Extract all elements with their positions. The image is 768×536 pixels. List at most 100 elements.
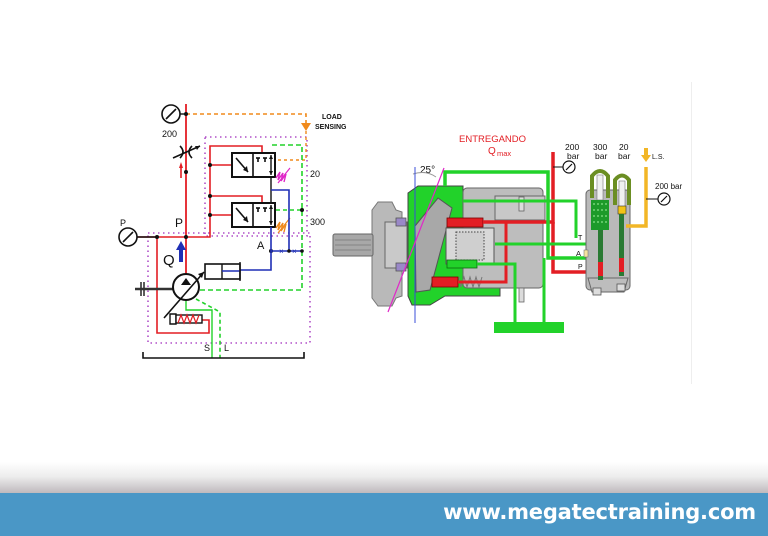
spool-300	[598, 230, 603, 280]
port-l-label: L	[224, 343, 229, 353]
variable-pump-icon	[163, 271, 205, 319]
control-piston-red	[446, 217, 484, 228]
footer-bar	[0, 493, 768, 536]
spring-cap-20	[613, 173, 631, 205]
spring-rod-300	[596, 174, 604, 201]
spring-20-unit: bar	[618, 151, 630, 161]
status-q-sub: max	[497, 149, 511, 158]
drain-line-tank	[477, 262, 517, 323]
spool-20-red	[619, 258, 624, 272]
ls-gauge-label: 200 bar	[655, 182, 682, 191]
junction-dot	[208, 213, 212, 217]
junction-dot	[287, 249, 291, 253]
port-t-label: T	[578, 235, 583, 242]
spring-icon	[275, 217, 291, 234]
load-sensing-line	[186, 113, 307, 124]
gauge-ls	[646, 192, 671, 206]
valve-upper-setting: 20	[310, 169, 320, 179]
ls-arrow-stem	[644, 148, 648, 156]
pressure-gauge-top	[161, 104, 186, 124]
compensator-pressure-line	[156, 237, 210, 334]
gauge-p-label: P	[120, 218, 126, 228]
pressure-line-valve2-top	[210, 195, 263, 203]
junction-dot	[300, 208, 304, 212]
spring-20-value: 20	[619, 142, 629, 152]
orifice-icon: ×	[292, 247, 297, 256]
differential-pressure-valve	[231, 152, 276, 178]
port-a-label: A	[257, 240, 265, 252]
spool-300-red	[598, 262, 603, 276]
load-sensing-label: LOAD	[322, 114, 342, 121]
ls-arrow-icon	[641, 155, 651, 162]
swash-plate	[414, 197, 453, 293]
ls-line	[626, 167, 648, 228]
pressure-gauge-p	[118, 227, 157, 247]
bearing	[384, 221, 408, 269]
suction-line-mid	[463, 199, 578, 238]
spring-cap-300	[590, 169, 610, 198]
control-line	[240, 227, 272, 271]
flow-arrow-icon	[176, 241, 186, 250]
pump-cutaway: ENTREGANDO Q max 25°	[332, 134, 682, 333]
spring-300-icon	[591, 200, 609, 230]
flow-direction-arrow-icon	[179, 162, 183, 168]
counter-spring-icon	[458, 275, 483, 289]
footer-shadow	[0, 462, 768, 494]
control-cylinder-icon	[204, 262, 241, 281]
pump-boundary	[147, 232, 311, 344]
ls-label: L.S.	[652, 154, 665, 161]
load-sensing-label-2: SENSING	[315, 124, 347, 131]
website-url-link[interactable]: www.megatectraining.com	[443, 500, 756, 524]
pressure-cutoff-valve	[231, 202, 276, 228]
suction-line-s	[185, 300, 213, 358]
load-sensing-arrow-icon	[301, 123, 311, 131]
adjust-screw	[616, 283, 626, 292]
control-piston-green	[446, 259, 478, 269]
counter-piston-red	[431, 276, 459, 288]
drain-line	[200, 144, 303, 291]
compensator-spring-icon	[169, 313, 203, 325]
spring-300-value: 300	[593, 142, 607, 152]
gauge-200-unit: bar	[567, 151, 579, 161]
gauge-200-bar	[553, 160, 576, 174]
port-a-label-cutaway: A	[576, 249, 581, 258]
valve-lower-setting: 300	[310, 217, 325, 227]
gauge-top-value: 200	[162, 129, 177, 139]
port-s-label: S	[204, 343, 210, 353]
control-line-upper	[271, 189, 290, 251]
spring-20-seat	[617, 205, 627, 215]
junction-dot	[184, 170, 188, 174]
port-p-label-cutaway: P	[578, 264, 583, 271]
junction-dot	[208, 194, 212, 198]
swash-angle-label: 25°	[420, 165, 435, 176]
seal-upper	[395, 217, 407, 227]
adjust-screw	[592, 287, 602, 296]
variable-restrictor-icon	[172, 145, 201, 159]
bolt-icon	[518, 287, 525, 303]
junction-dot	[300, 249, 304, 253]
drain-line-l	[195, 298, 221, 358]
gauge-200-value: 200	[565, 142, 579, 152]
port-p-label: P	[175, 216, 183, 230]
tank	[494, 322, 564, 333]
flow-arrow-stem	[179, 249, 183, 262]
flow-label: Q	[163, 252, 175, 269]
spring-300-unit: bar	[595, 151, 607, 161]
swash-angle-line	[387, 167, 445, 313]
orifice-icon: ×	[279, 247, 284, 256]
divider-line	[691, 82, 692, 384]
load-sensing-branch	[277, 131, 307, 161]
junction-dot	[208, 163, 212, 167]
tank-bracket	[142, 352, 305, 359]
load-sensing-schematic: 200	[118, 104, 347, 359]
status-q: Q	[488, 146, 496, 157]
bolt-icon	[518, 196, 525, 212]
cylinder-core	[455, 231, 485, 261]
spool-20	[619, 214, 624, 276]
control-block-boundary	[204, 136, 308, 237]
port-a-plug	[583, 249, 589, 258]
status-title: ENTREGANDO	[459, 134, 526, 145]
suction-line-top	[443, 170, 591, 260]
pressure-line-counter	[458, 222, 508, 284]
